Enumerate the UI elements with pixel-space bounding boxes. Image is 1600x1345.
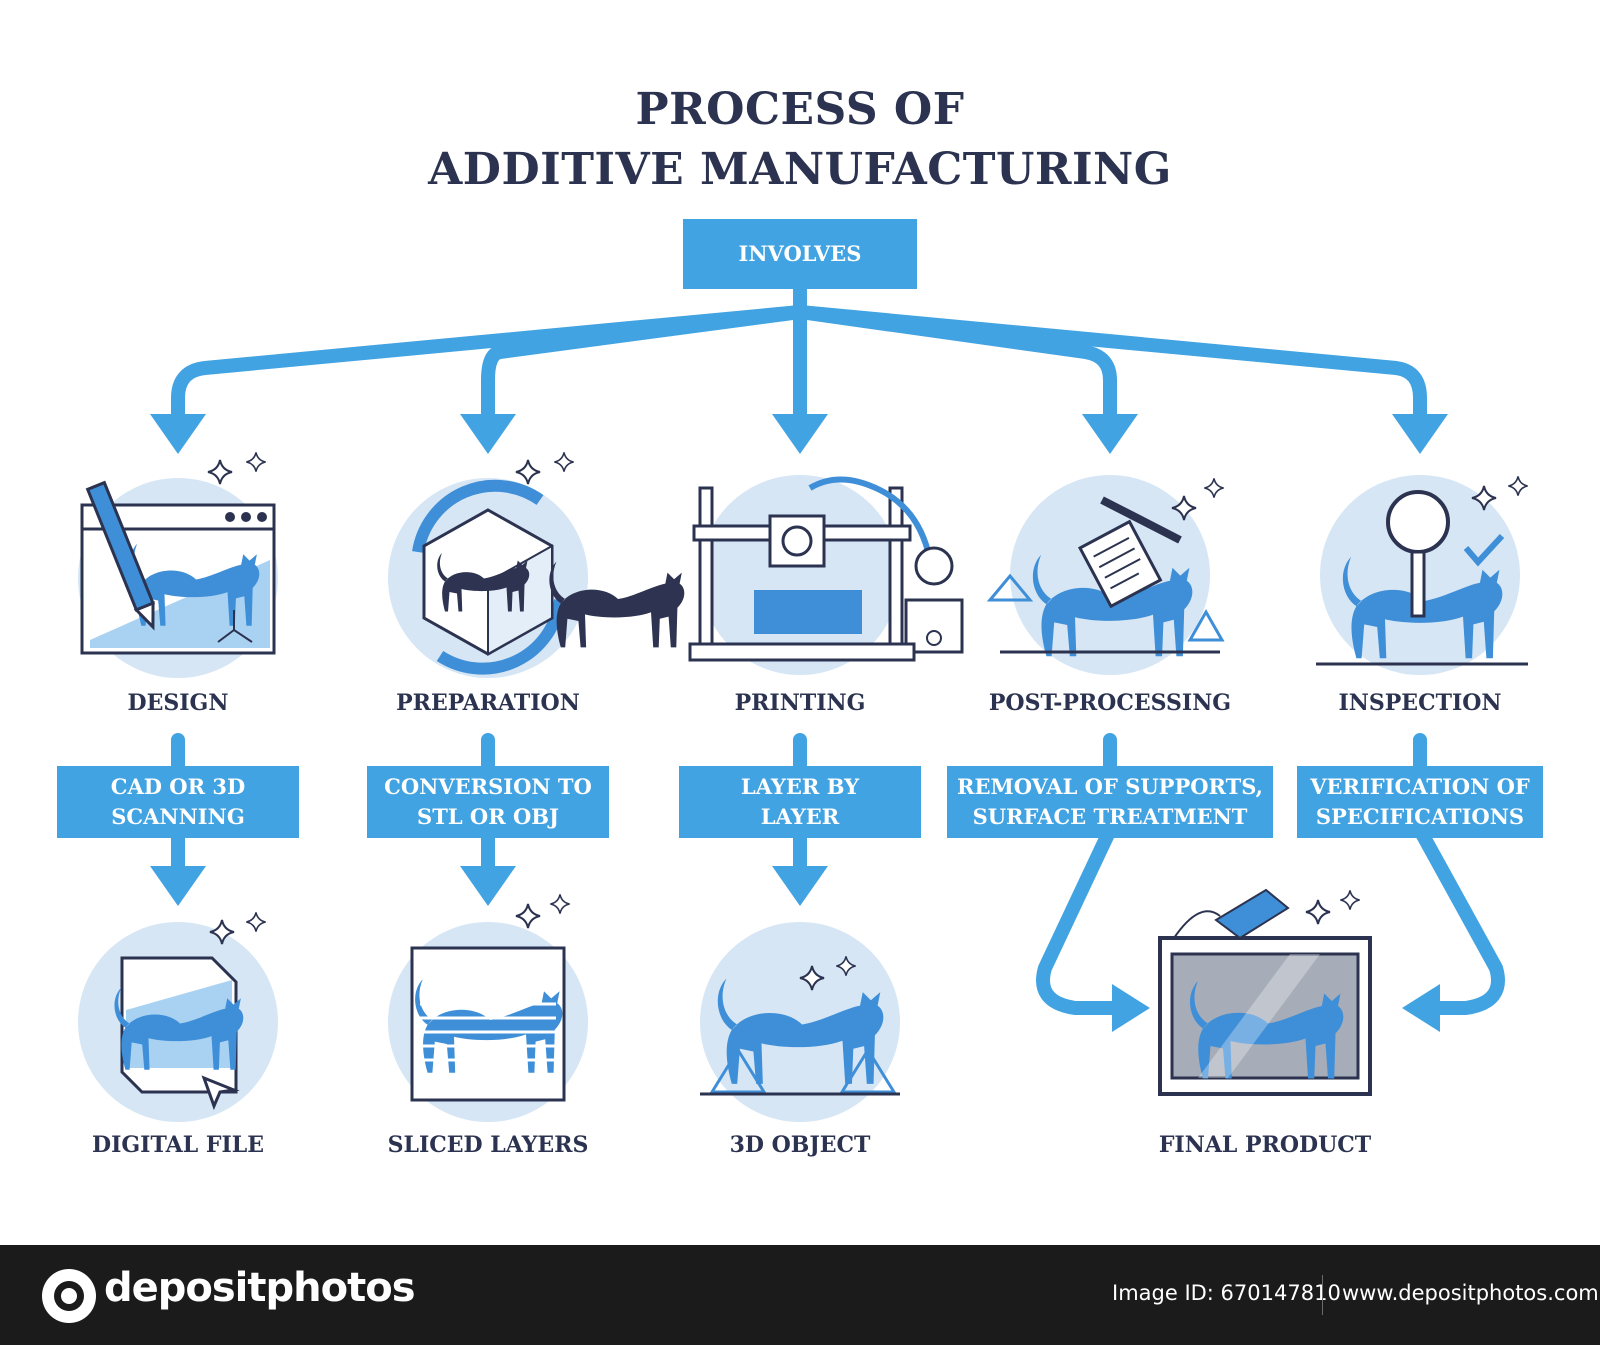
footer-brand[interactable]: depositphotos	[104, 1265, 416, 1311]
method-line-1: REMOVAL OF SUPPORTS,	[957, 774, 1263, 799]
method-box-post-processing: REMOVAL OF SUPPORTS, SURFACE TREATMENT	[947, 766, 1273, 838]
footer-url[interactable]: www.depositphotos.com	[1342, 1281, 1599, 1305]
root-box-label: INVOLVES	[683, 219, 917, 289]
3d-object-icon	[700, 922, 900, 1122]
footer-divider	[1322, 1275, 1323, 1315]
output-label-digital-file: DIGITAL FILE	[92, 1132, 264, 1158]
page-title-line-2: ADDITIVE MANUFACTURING	[428, 144, 1172, 195]
method-line-2: SCANNING	[111, 804, 245, 829]
method-box-inspection: VERIFICATION OF SPECIFICATIONS	[1297, 766, 1543, 838]
depositphotos-logo-icon[interactable]	[40, 1267, 98, 1325]
footer-image-id: Image ID: 670147810	[1112, 1281, 1341, 1305]
method-line-2: SURFACE TREATMENT	[972, 804, 1248, 829]
page-title-line-1: PROCESS OF	[635, 84, 965, 135]
output-label-3d-object: 3D OBJECT	[729, 1132, 871, 1158]
stage-label-preparation: PREPARATION	[396, 690, 580, 716]
method-line-2: STL OR OBJ	[417, 804, 559, 829]
stage-label-post-processing: POST-PROCESSING	[988, 690, 1232, 716]
method-box-preparation: CONVERSION TO STL OR OBJ	[367, 766, 609, 838]
arrow-heads	[150, 414, 1448, 1032]
final-product-icon	[1158, 888, 1372, 1096]
footer-bar: depositphotos Image ID: 670147810 www.de…	[0, 1245, 1600, 1345]
sliced-layers-icon	[388, 893, 588, 1122]
inspection-magnifier-icon	[1316, 475, 1529, 675]
diagram-canvas	[78, 219, 1529, 1122]
output-label-final-product: FINAL PRODUCT	[1158, 1132, 1372, 1158]
digital-file-icon	[78, 911, 278, 1122]
stage-label-printing: PRINTING	[734, 690, 866, 716]
method-line-1: CONVERSION TO	[384, 774, 592, 799]
method-line-1: VERIFICATION OF	[1310, 774, 1530, 799]
stage-label-inspection: INSPECTION	[1338, 690, 1502, 716]
stage-label-design: DESIGN	[127, 690, 229, 716]
output-label-sliced-layers: SLICED LAYERS	[387, 1132, 589, 1158]
method-line-2: SPECIFICATIONS	[1315, 804, 1525, 829]
method-box-design: CAD OR 3D SCANNING	[57, 766, 299, 838]
method-line-1: LAYER BY	[740, 774, 860, 799]
method-line-2: LAYER	[760, 804, 840, 829]
design-window-icon	[78, 451, 278, 678]
method-box-printing: LAYER BY LAYER	[679, 766, 921, 838]
preparation-cube-icon	[388, 451, 685, 678]
3d-printer-icon	[688, 475, 964, 675]
method-line-1: CAD OR 3D	[110, 774, 246, 799]
post-processing-icon	[986, 475, 1225, 675]
